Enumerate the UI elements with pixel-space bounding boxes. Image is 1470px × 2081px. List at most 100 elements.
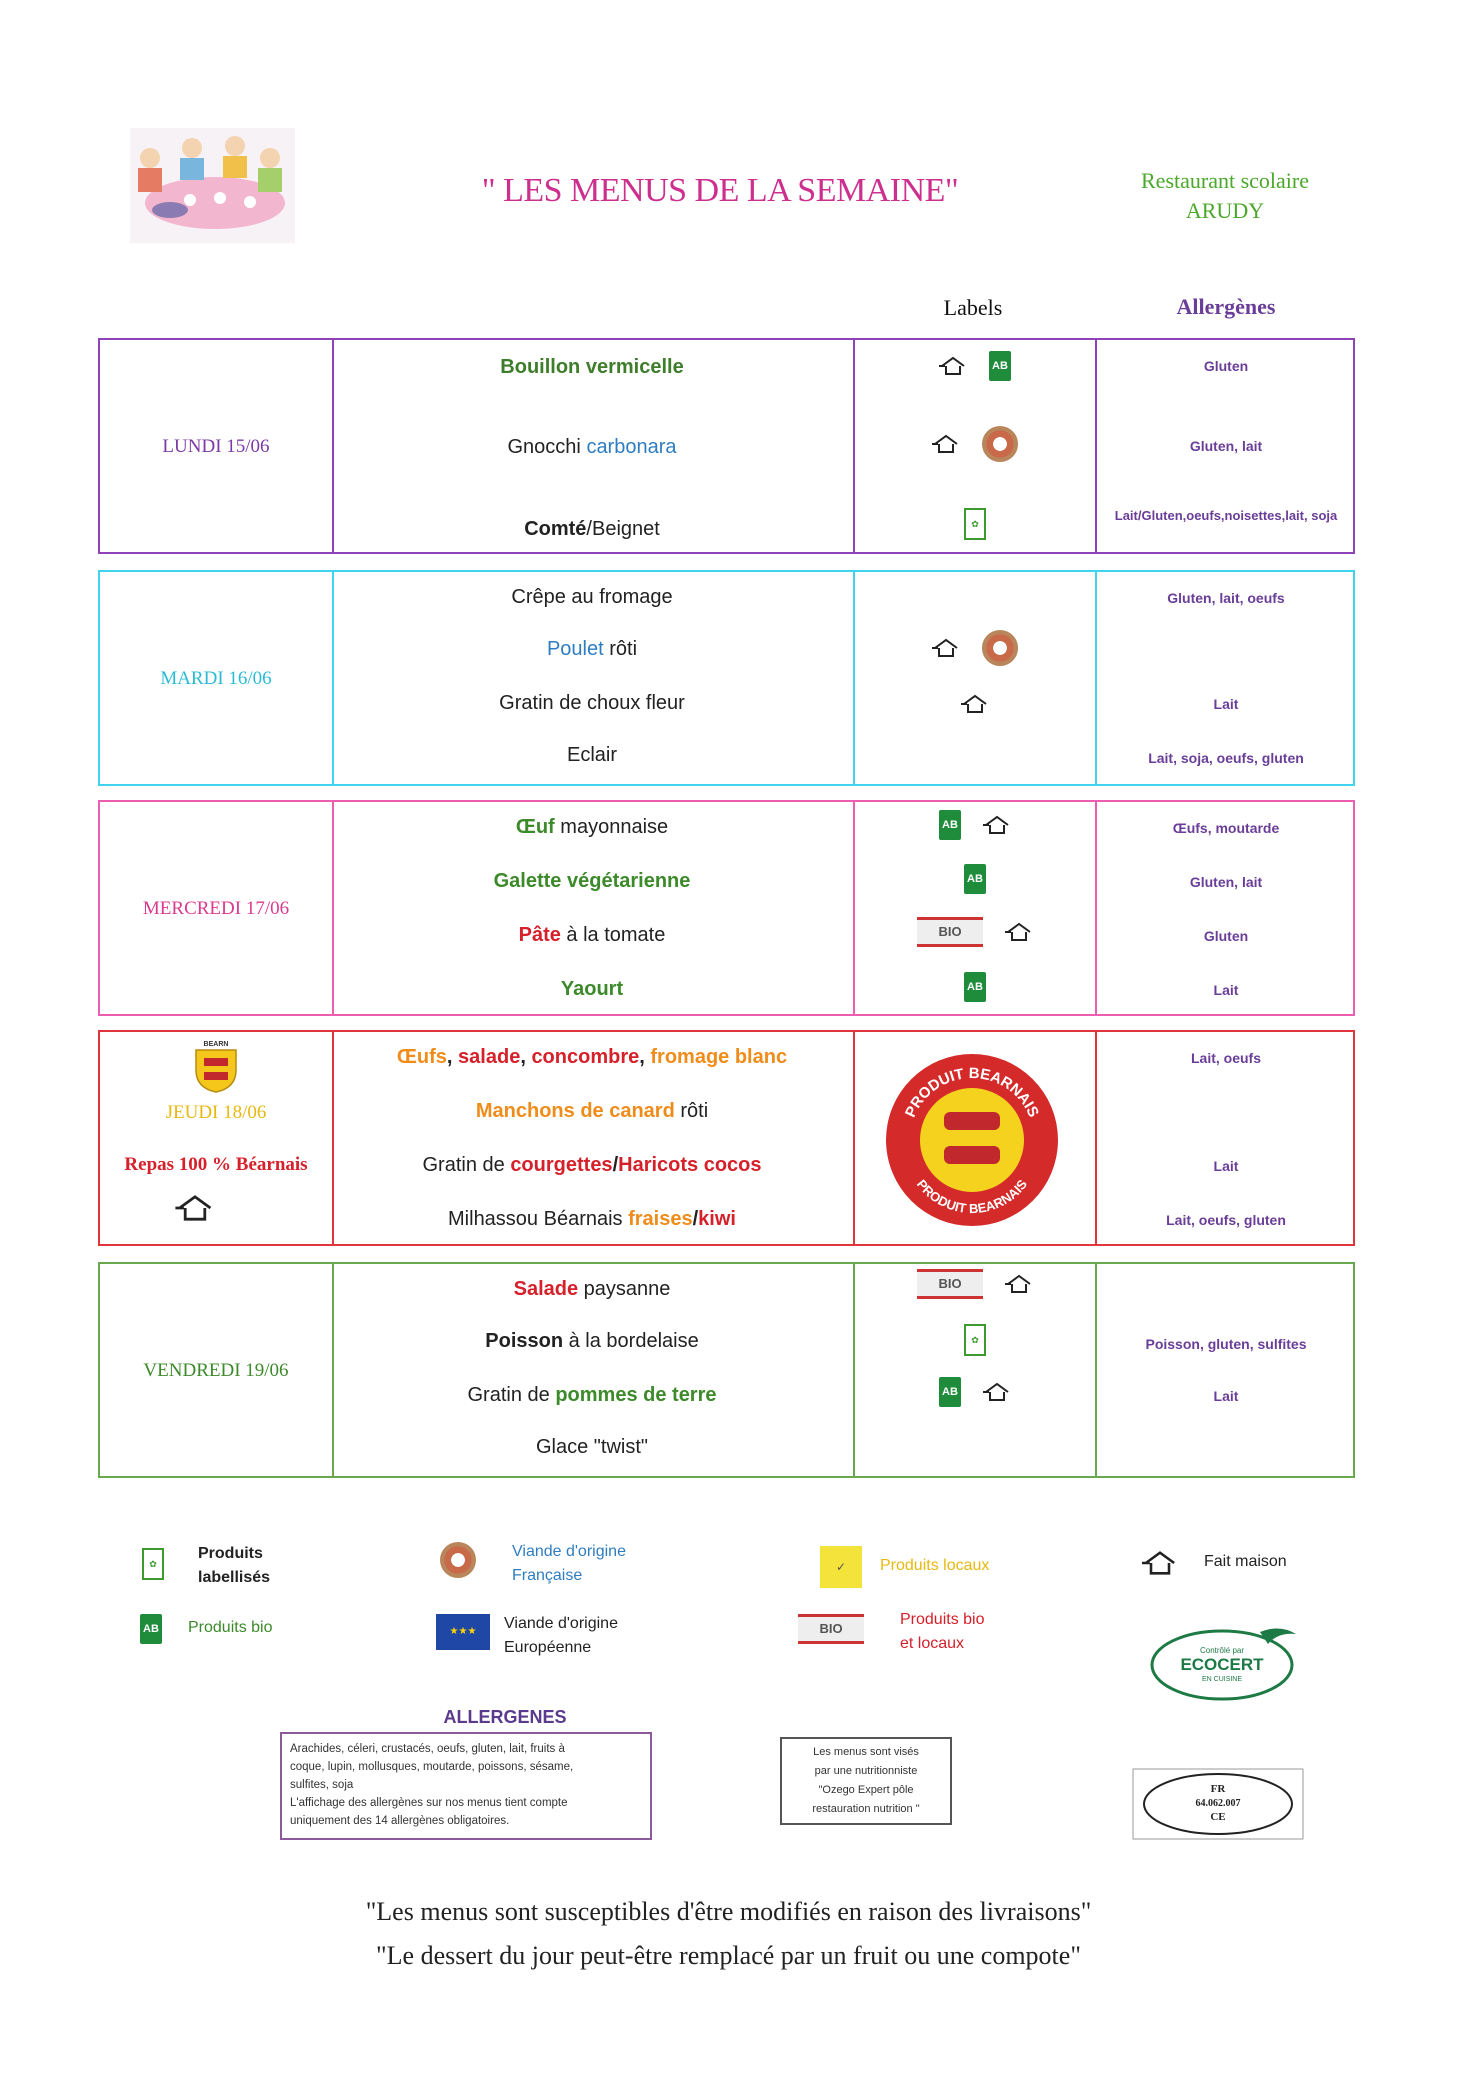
day-block-lundi: LUNDI 15/06 Bouillon vermicelle Gnocchi …	[98, 338, 1355, 554]
page-title: " LES MENUS DE LA SEMAINE"	[481, 172, 959, 209]
restaurant-line2: ARUDY	[1185, 198, 1265, 223]
viande-francaise-icon	[982, 426, 1018, 462]
dish: Salade paysanne	[513, 1278, 671, 1300]
ecocert-logo: Contrôlé par ECOCERT EN CUISINE	[1150, 1628, 1296, 1701]
fait-maison-icon	[1005, 1274, 1031, 1293]
restaurant-name: Restaurant scolaire ARUDY	[1095, 166, 1355, 226]
dish: Comté/Beignet	[524, 518, 660, 540]
dish: Eclair	[566, 744, 617, 766]
viande-francaise-icon	[440, 1542, 476, 1578]
dish: Poisson à la bordelaise	[485, 1330, 699, 1352]
dish: Gratin de courgettes/Haricots cocos	[422, 1154, 762, 1176]
bio-local-icon: BIO	[798, 1614, 864, 1644]
fait-maison-icon	[175, 1195, 212, 1221]
allergen-text: Poisson, gluten, sulfites	[1145, 1336, 1307, 1352]
day-name: LUNDI 15/06	[162, 436, 270, 457]
dish: Milhassou Béarnais fraises/kiwi	[448, 1208, 736, 1230]
fait-maison-icon	[932, 638, 958, 657]
dish: Bouillon vermicelle	[500, 356, 684, 378]
svg-text:CE: CE	[1210, 1811, 1225, 1823]
day-name: JEUDI 18/06	[165, 1102, 267, 1123]
children-eating-illustration	[130, 128, 295, 243]
footer-note-livraisons: "Les menus sont susceptibles d'être modi…	[365, 1897, 1092, 1926]
allergenes-title: ALLERGENES	[443, 1707, 567, 1727]
produit-labellise-icon: ✿	[964, 1324, 986, 1356]
footer-note-dessert: "Le dessert du jour peut-être remplacé p…	[376, 1941, 1081, 1970]
agriculture-bio-icon: AB	[989, 351, 1011, 381]
allergen-text: Gluten, lait	[1189, 438, 1263, 454]
allergen-text: Gluten, lait, oeufs	[1167, 590, 1285, 606]
column-header-allergenes: Allergènes	[1176, 294, 1276, 319]
dish: Gratin de pommes de terre	[467, 1384, 717, 1406]
produit-labellise-icon: ✿	[964, 508, 986, 540]
svg-text:FR: FR	[1211, 1783, 1227, 1795]
allergen-text: Lait	[1213, 696, 1239, 712]
dish: Pâte à la tomate	[518, 924, 666, 946]
dish: Gratin de choux fleur	[499, 692, 685, 714]
svg-text:EN CUISINE: EN CUISINE	[1202, 1676, 1242, 1683]
bio-local-icon: BIO	[917, 1269, 983, 1299]
agriculture-bio-icon: AB	[939, 810, 961, 840]
agriculture-bio-icon: AB	[140, 1614, 162, 1644]
dish: Yaourt	[560, 978, 624, 1000]
svg-text:ECOCERT: ECOCERT	[1180, 1655, 1264, 1674]
agriculture-bio-icon: AB	[939, 1377, 961, 1407]
nutritionniste-box: Les menus sont visés par une nutritionni…	[780, 1737, 952, 1825]
column-header-labels: Labels	[943, 295, 1003, 320]
bio-local-icon: BIO	[917, 917, 983, 947]
day-name: MERCREDI 17/06	[142, 898, 290, 919]
dish: Gnocchi carbonara	[507, 436, 677, 458]
dish: Manchons de canard rôti	[475, 1100, 709, 1122]
restaurant-line1: Restaurant scolaire	[1141, 168, 1309, 193]
legend-bio: Produits bio	[188, 1619, 273, 1636]
fait-maison-icon	[1005, 922, 1031, 941]
dish: Poulet rôti	[546, 638, 638, 660]
fait-maison-icon	[932, 434, 958, 453]
allergen-text: Lait, oeufs, gluten	[1166, 1212, 1286, 1228]
day-block-vendredi: VENDREDI 19/06 Salade paysanne Poisson à…	[98, 1262, 1355, 1478]
day-block-mercredi: MERCREDI 17/06 Œuf mayonnaise Galette vé…	[98, 800, 1355, 1016]
bearn-crest-icon: BEARN	[195, 1041, 237, 1093]
allergen-text: Gluten	[1203, 358, 1249, 374]
day-block-jeudi: BEARN JEUDI 18/06 Repas 100 % Béarnais Œ…	[98, 1030, 1355, 1246]
svg-text:64.062.007: 64.062.007	[1196, 1798, 1241, 1809]
day-subtitle: Repas 100 % Béarnais	[124, 1154, 308, 1175]
produits-locaux-icon: ✓	[820, 1546, 862, 1588]
fait-maison-icon	[961, 694, 987, 713]
viande-europeenne-icon: ★★★	[436, 1614, 490, 1650]
day-block-mardi: MARDI 16/06 Crêpe au fromage Poulet rôti…	[98, 570, 1355, 786]
day-name: VENDREDI 19/06	[143, 1360, 289, 1381]
legend-locaux: Produits locaux	[880, 1557, 990, 1574]
dish: Crêpe au fromage	[511, 586, 673, 608]
allergen-text: Lait/Gluten,oeufs,noisettes,lait, soja	[1114, 508, 1338, 523]
viande-francaise-icon	[982, 630, 1018, 666]
certification-seal: FR 64.062.007 CE	[1132, 1768, 1304, 1840]
fait-maison-icon	[1142, 1551, 1175, 1575]
allergen-text: Lait	[1213, 1158, 1239, 1174]
fait-maison-icon	[939, 356, 965, 375]
svg-text:Contrôlé par: Contrôlé par	[1200, 1646, 1244, 1655]
allergen-text: Gluten	[1203, 928, 1249, 944]
allergen-text: Lait	[1213, 982, 1239, 998]
dish: Œuf mayonnaise	[515, 816, 669, 838]
svg-text:BEARN: BEARN	[204, 1041, 229, 1048]
dish: Galette végétarienne	[493, 870, 691, 892]
allergen-text: Lait	[1213, 1388, 1239, 1404]
agriculture-bio-icon: AB	[964, 972, 986, 1002]
dish: Œufs, salade, concombre, fromage blanc	[396, 1046, 788, 1068]
allergen-text: Lait, oeufs	[1190, 1050, 1261, 1066]
agriculture-bio-icon: AB	[964, 864, 986, 894]
dish: Glace "twist"	[535, 1436, 648, 1458]
legend-fait-maison: Fait maison	[1204, 1553, 1287, 1570]
allergen-text: Œufs, moutarde	[1172, 820, 1280, 836]
produit-bearnais-seal: PRODUIT BEARNAIS PRODUIT BEARNAIS	[886, 1054, 1058, 1226]
fait-maison-icon	[983, 1382, 1009, 1401]
day-name: MARDI 16/06	[160, 668, 272, 689]
allergen-text: Lait, soja, oeufs, gluten	[1148, 750, 1304, 766]
produit-labellise-icon: ✿	[142, 1548, 164, 1580]
fait-maison-icon	[983, 815, 1009, 834]
